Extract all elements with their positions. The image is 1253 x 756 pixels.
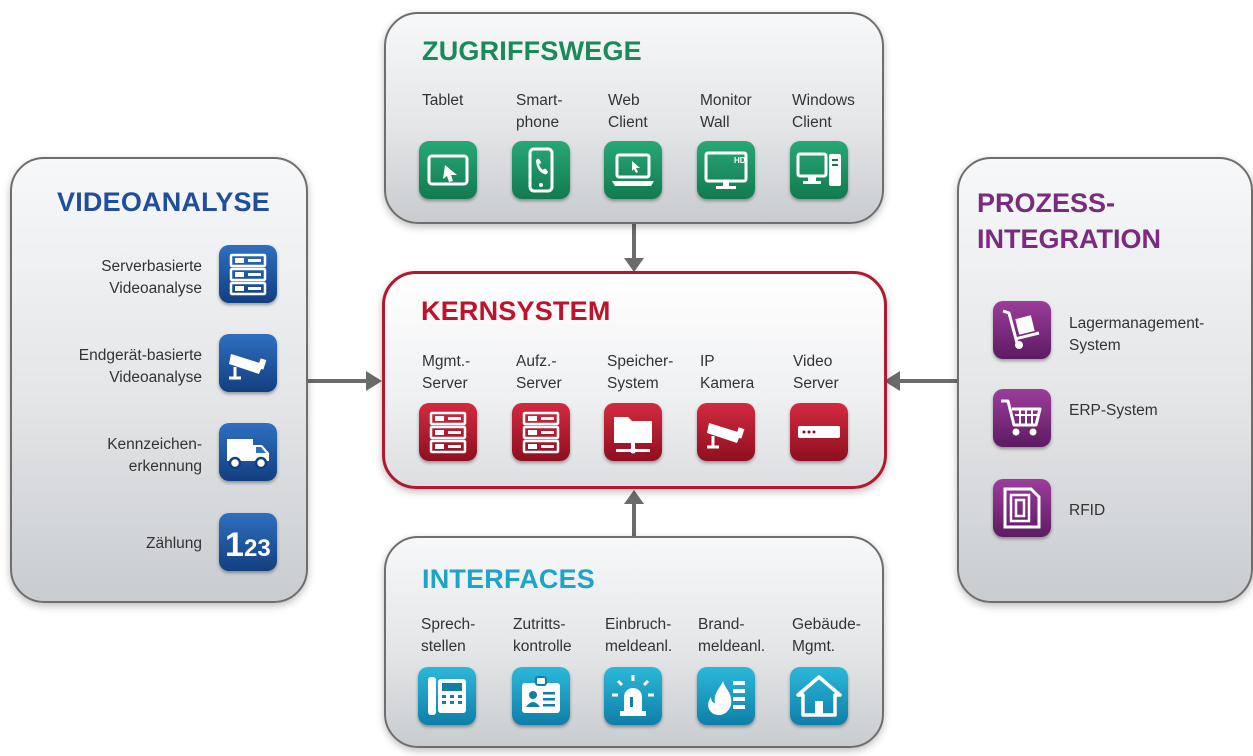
interface-item-label: Gebäude- Mgmt. xyxy=(792,616,861,655)
prozess-label-lager: Lagermanagement- System xyxy=(1069,315,1205,354)
fire-icon xyxy=(697,667,755,725)
monitor-hd-icon: HD xyxy=(697,141,755,199)
interface-item-label: Brand- meldeanl. xyxy=(698,616,766,655)
server-rack-icon xyxy=(512,403,570,461)
core-item-label: IP Kamera xyxy=(700,353,755,392)
prozess-title-line1: PROZESS- xyxy=(977,188,1116,218)
shopping-cart-icon xyxy=(993,389,1051,447)
access-item-windows-client: Windows Client xyxy=(792,90,884,134)
access-item-web-client: Web Client xyxy=(608,90,700,134)
interfaces-panel: INTERFACES Sprech- stellen Zutritts- kon… xyxy=(384,536,884,748)
laptop-icon xyxy=(604,141,662,199)
truck-icon xyxy=(219,423,277,481)
server-rack-icon xyxy=(219,245,277,303)
access-item-tablet: Tablet xyxy=(422,90,514,134)
access-item-label: Tablet xyxy=(422,92,464,109)
prozess-label-rfid: RFID xyxy=(1069,502,1106,519)
alarm-light-icon xyxy=(604,667,662,725)
videoanalyse-label-endgeraet: Endgerät-basierte Videoanalyse xyxy=(78,347,202,386)
smartphone-icon xyxy=(512,141,570,199)
video-server-icon xyxy=(790,403,848,461)
kernsystem-panel: KERNSYSTEM Mgmt.- Server Aufz.- Server S… xyxy=(382,271,887,489)
videoanalyse-label-server: Serverbasierte Videoanalyse xyxy=(101,258,202,297)
prozess-title-line2: INTEGRATION xyxy=(977,224,1161,254)
id-card-icon xyxy=(512,667,570,725)
rfid-icon xyxy=(993,479,1051,537)
house-icon xyxy=(790,667,848,725)
numbers-icon-text: 23 xyxy=(244,535,271,562)
access-item-label: Monitor Wall xyxy=(700,92,752,131)
core-item-label: Mgmt.- Server xyxy=(422,353,471,392)
folder-storage-icon xyxy=(604,403,662,461)
server-rack-icon xyxy=(419,403,477,461)
interface-item-gebaeude-mgmt: Gebäude- Mgmt. xyxy=(792,614,884,658)
prozess-panel: PROZESS- INTEGRATION Lagermanagement- Sy… xyxy=(957,157,1253,603)
core-item-ip-kamera: IP Kamera xyxy=(700,351,792,395)
core-item-speicher-system: Speicher- System xyxy=(607,351,699,395)
svg-text:1: 1 xyxy=(225,526,244,564)
camera-icon xyxy=(219,334,277,392)
videoanalyse-label-zaehlung: Zählung xyxy=(145,535,202,552)
core-item-aufz-server: Aufz.- Server xyxy=(516,351,608,395)
access-item-label: Smart- phone xyxy=(516,92,563,131)
kernsystem-title: KERNSYSTEM xyxy=(421,296,611,326)
svg-text:HD: HD xyxy=(734,156,746,165)
videoanalyse-panel: VIDEOANALYSE Serverbasierte Videoanalyse… xyxy=(10,157,308,603)
arrow-videoanalyse-to-kern xyxy=(308,371,382,391)
intercom-icon xyxy=(418,667,476,725)
videoanalyse-label-kennzeichen: Kennzeichen- erkennung xyxy=(107,436,202,475)
interface-item-label: Sprech- stellen xyxy=(421,616,476,655)
access-item-label: Windows Client xyxy=(792,92,855,131)
core-item-label: Speicher- System xyxy=(607,353,674,392)
interface-item-label: Einbruch- meldeanl. xyxy=(605,616,673,655)
videoanalyse-title: VIDEOANALYSE xyxy=(57,187,270,217)
hand-truck-icon xyxy=(993,301,1051,359)
zugriffswege-title: ZUGRIFFSWEGE xyxy=(422,36,642,66)
interface-item-label: Zutritts- kontrolle xyxy=(513,616,572,655)
access-item-label: Web Client xyxy=(608,92,648,131)
interface-item-einbruchmeldeanl: Einbruch- meldeanl. xyxy=(605,614,697,658)
access-item-smartphone: Smart- phone xyxy=(516,90,608,134)
interface-item-sprechstellen: Sprech- stellen xyxy=(421,614,513,658)
core-item-label: Video Server xyxy=(793,353,839,392)
prozess-title: PROZESS- INTEGRATION xyxy=(977,185,1161,257)
core-item-mgmt-server: Mgmt.- Server xyxy=(422,351,514,395)
arrow-interfaces-to-kern xyxy=(624,490,644,540)
prozess-label-erp: ERP-System xyxy=(1069,402,1158,419)
core-item-label: Aufz.- Server xyxy=(516,353,562,392)
zugriffswege-panel: ZUGRIFFSWEGE Tablet Smart- phone Web Cli… xyxy=(384,12,884,224)
tablet-icon xyxy=(419,141,477,199)
core-item-video-server: Video Server xyxy=(793,351,885,395)
interface-item-zutrittskontrolle: Zutritts- kontrolle xyxy=(513,614,605,658)
arrow-prozess-to-kern xyxy=(884,371,958,391)
desktop-pc-icon xyxy=(790,141,848,199)
camera-icon xyxy=(697,403,755,461)
arrow-zugriff-to-kern xyxy=(624,222,644,272)
access-item-monitor-wall: Monitor Wall xyxy=(700,90,792,134)
interfaces-title: INTERFACES xyxy=(422,564,596,594)
interface-item-brandmeldeanl: Brand- meldeanl. xyxy=(698,614,790,658)
